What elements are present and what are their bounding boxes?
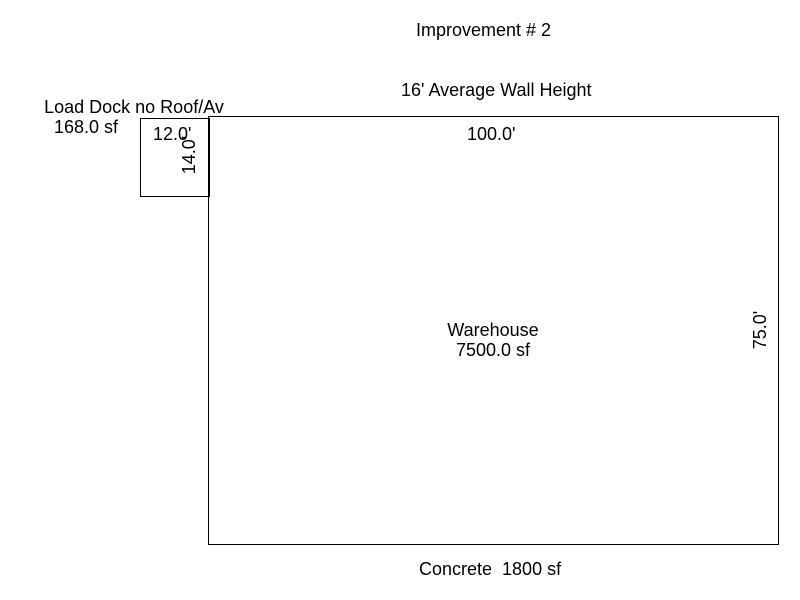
- load-dock-name: Load Dock no Roof/Av: [44, 97, 224, 117]
- load-dock-shape: [140, 118, 210, 197]
- improvement-title: Improvement # 2: [416, 20, 552, 40]
- concrete-label: Concrete 1800 sf: [419, 559, 562, 579]
- warehouse-area: 7500.0 sf: [455, 340, 531, 360]
- wall-height-label: 16' Average Wall Height: [401, 80, 592, 100]
- load-dock-area: 168.0 sf: [54, 117, 119, 137]
- warehouse-depth-dimension: 75.0': [750, 310, 770, 350]
- load-dock-width-dimension: 12.0': [153, 124, 192, 144]
- warehouse-shape: [208, 116, 779, 545]
- load-dock-depth-dimension: 14.0': [179, 135, 199, 175]
- warehouse-name: Warehouse: [447, 320, 539, 340]
- warehouse-label-group: Warehouse 7500.0 sf: [418, 320, 568, 360]
- warehouse-width-dimension: 100.0': [467, 124, 516, 144]
- load-dock-label-group: Load Dock no Roof/Av 168.0 sf: [18, 97, 250, 137]
